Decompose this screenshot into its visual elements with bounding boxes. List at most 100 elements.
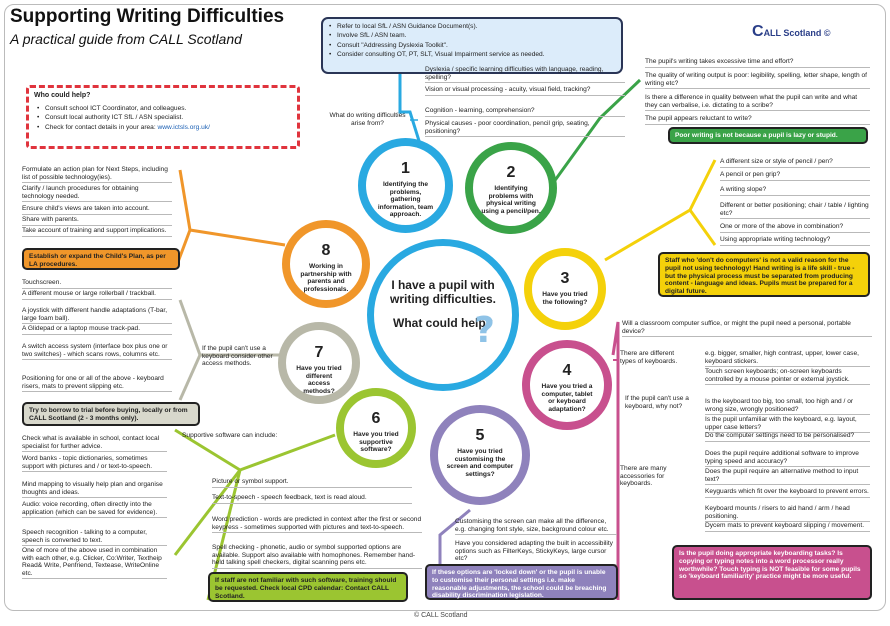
section7-item: A switch access system (interface box pl… — [22, 343, 172, 361]
section3-item: One or more of the above in combination? — [720, 223, 870, 233]
ictsls-link[interactable]: www.ictsls.org.uk/ — [157, 123, 210, 131]
connector-2 — [546, 78, 642, 191]
section8-item: Take account of training and support imp… — [22, 227, 172, 237]
who-item: Check for contact details in your area: … — [35, 123, 290, 133]
section5-item: Have you considered adapting the built i… — [455, 540, 617, 565]
section2-item: Is there a difference in quality between… — [645, 94, 870, 112]
section8-item: Clarify / launch procedures for obtainin… — [22, 185, 172, 203]
kb-types-label: There are different types of keyboards. — [620, 350, 678, 365]
connector-6b — [173, 469, 242, 556]
connector-8b — [176, 229, 192, 263]
section6-item: Picture or symbol support. — [212, 478, 412, 488]
section3-item: A writing slope? — [720, 186, 870, 196]
circle-3: 3 Have you tried the following? — [524, 248, 606, 330]
center-line-1: I have a pupil with — [391, 278, 495, 292]
connector-3 — [604, 159, 717, 262]
cant-use-item: Does the pupil require additional softwa… — [705, 450, 870, 468]
logo-text: ALL Scotland © — [763, 28, 831, 38]
section6-left-item: One of more of the above used in combina… — [22, 547, 167, 580]
center-line-2: writing difficulties. — [389, 292, 496, 306]
circle-5: 5 Have you tried customising the screen … — [430, 405, 530, 505]
section1-item: Vision or visual processing - acuity, vi… — [425, 86, 625, 96]
kb-types-item: Touch screen keyboards; on-screen keyboa… — [705, 368, 870, 386]
guidance-item: Consult "Addressing Dyslexia Toolkit". — [327, 41, 615, 51]
page-subtitle: A practical guide from CALL Scotland — [10, 31, 242, 47]
section6-item: Text-to-speech - speech feedback, text i… — [212, 494, 412, 504]
who-item: Consult school ICT Coordinator, and coll… — [35, 104, 290, 114]
circle-4-number: 4 — [562, 362, 572, 379]
circle-8-text: Working in partnership with parents and … — [300, 263, 352, 293]
circle-6-number: 6 — [371, 410, 381, 427]
section3-item: A different size or style of pencil / pe… — [720, 158, 870, 168]
connector-3b — [688, 209, 717, 246]
section7-item: A Glidepad or a laptop mouse track-pad. — [22, 325, 172, 335]
who-item: Consult local authority ICT SfL / ASN sp… — [35, 113, 290, 123]
section2-item: The pupil appears reluctant to write? — [645, 115, 870, 125]
cant-use-item: Is the pupil unfamiliar with the keyboar… — [705, 416, 870, 434]
section7-item: A different mouse or large rollerball / … — [22, 290, 172, 300]
section3-item: Using appropriate writing technology? — [720, 236, 870, 246]
logo-c: C — [752, 23, 764, 40]
section8-item: Formulate an action plan for Next Steps,… — [22, 166, 172, 184]
connector-4 — [611, 321, 620, 600]
section8-note: Establish or expand the Child's Plan, as… — [22, 248, 180, 270]
page-title: Supporting Writing Difficulties — [10, 6, 285, 27]
section3-item: Different or better positioning; chair /… — [720, 202, 870, 220]
who-could-help-box: Who could help? Consult school ICT Coord… — [26, 85, 300, 149]
cant-use-item: Do the computer settings need to be pers… — [705, 432, 870, 442]
kb-types-item: e.g. bigger, smaller, high contrast, upp… — [705, 350, 870, 368]
section7-item: Positioning for one or all of the above … — [22, 375, 172, 393]
section7-item: Touchscreen. — [22, 279, 172, 289]
accessory-item: Keyboard mounts / risers to aid hand / a… — [705, 505, 870, 523]
circle-6: 6 Have you tried supportive software? — [336, 388, 416, 468]
section6-label: Supportive software can include: — [182, 432, 278, 439]
section7-note: Try to borrow to trial before buying, lo… — [22, 402, 200, 426]
circle-3-text: Have you tried the following? — [542, 291, 588, 306]
section8-item: Share with parents. — [22, 216, 172, 226]
connector-5 — [438, 508, 471, 565]
who-could-help-heading: Who could help? — [34, 92, 91, 99]
circle-7: 7 Have you tried different access method… — [278, 322, 360, 404]
connector-8 — [178, 169, 286, 247]
circle-2-text: Identifying problems with physical writi… — [481, 185, 541, 215]
section3-note: Staff who 'don't do computers' is not a … — [658, 252, 870, 297]
guidance-item: Involve SfL / ASN team. — [327, 31, 615, 41]
section1-label: What do writing difficulties arise from? — [329, 112, 406, 127]
cant-use-label: If the pupil can't use a keyboard, why n… — [625, 395, 689, 410]
section5-item: Customising the screen can make all the … — [455, 518, 617, 536]
section6-item: Word prediction - words are predicted in… — [212, 516, 422, 534]
circle-1-number: 1 — [401, 160, 410, 177]
accessory-item: Keyguards which fit over the keyboard to… — [705, 488, 870, 498]
who-item-text: Check for contact details in your area: — [45, 123, 156, 131]
section1-item: Cognition - learning, comprehension? — [425, 107, 625, 117]
circle-5-text: Have you tried customising the screen an… — [446, 448, 514, 478]
section6-item: Spell checking - phonetic, audio or symb… — [212, 544, 422, 569]
section2-item: The pupil's writing takes excessive time… — [645, 58, 870, 68]
circle-4: 4 Have you tried a computer, tablet or k… — [522, 340, 612, 430]
center-line-3: What could help? — [393, 316, 493, 330]
circle-2-number: 2 — [506, 164, 516, 181]
section6-note: If staff are not familiar with such soft… — [208, 572, 408, 602]
cant-use-item: Does the pupil require an alternative me… — [705, 468, 870, 486]
circle-6-text: Have you tried supportive software? — [353, 431, 399, 454]
section6-left-item: Speech recognition - talking to a comput… — [22, 529, 167, 547]
center-hub: I have a pupil with writing difficulties… — [367, 239, 519, 391]
accessories-label: There are many accessories for keyboards… — [620, 465, 667, 488]
circle-2: 2 Identifying problems with physical wri… — [465, 142, 557, 234]
section2-note: Poor writing is not because a pupil is l… — [668, 127, 868, 144]
section3-item: A pencil or pen grip? — [720, 171, 870, 181]
footer-copyright: © CALL Scotland — [414, 612, 468, 619]
section4-top: Will a classroom computer suffice, or mi… — [622, 320, 872, 338]
section4-note: Is the pupil doing appropriate keyboardi… — [672, 545, 872, 600]
section6-left-item: Check what is available in school, conta… — [22, 435, 167, 453]
guidance-box: Refer to local SfL / ASN Guidance Docume… — [321, 17, 623, 74]
section6-left-item: Word banks - topic dictionaries, sometim… — [22, 455, 167, 473]
section1-item: Dyslexia / specific learning difficultie… — [425, 66, 625, 84]
cant-use-item: Is the keyboard too big, too small, too … — [705, 398, 870, 416]
section8-item: Ensure child's views are taken into acco… — [22, 205, 172, 215]
accessory-item: Dycem mats to prevent keyboard slipping … — [705, 522, 870, 532]
section6-left-item: Audio: voice recording, often directly i… — [22, 501, 167, 519]
guidance-item: Refer to local SfL / ASN Guidance Docume… — [327, 22, 615, 32]
circle-3-number: 3 — [560, 270, 570, 287]
